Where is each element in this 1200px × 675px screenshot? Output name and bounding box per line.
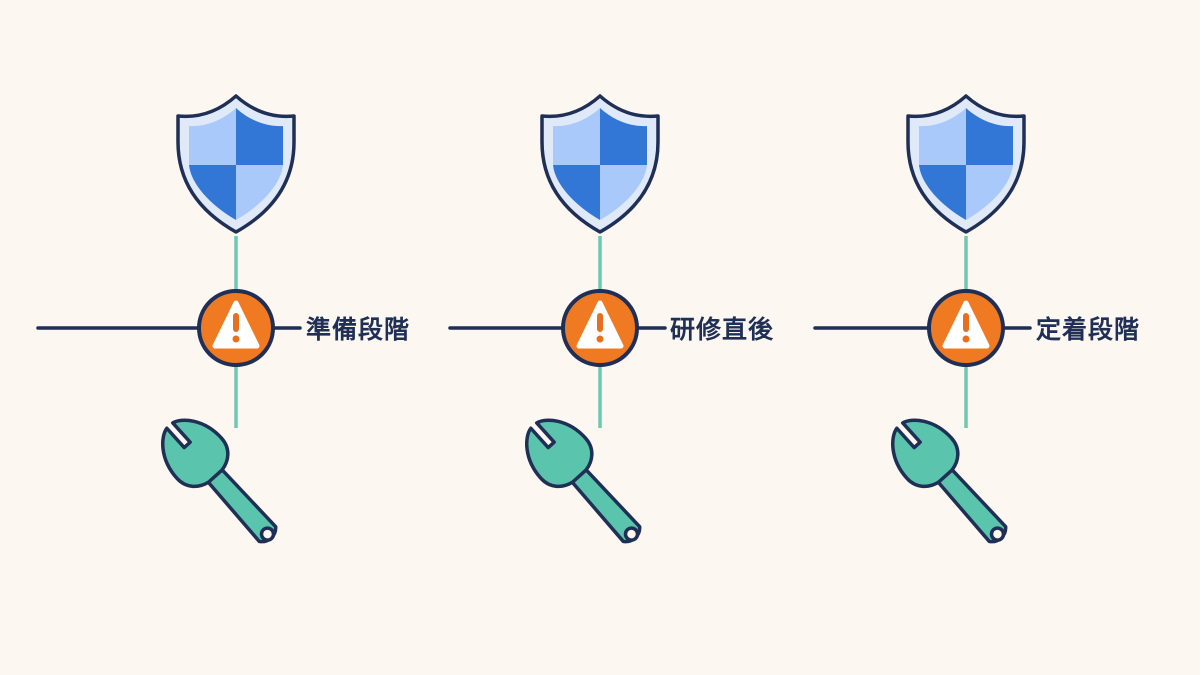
stage-label-3: 定着段階 bbox=[1036, 315, 1140, 344]
shield-icon bbox=[176, 94, 296, 234]
shield-icon bbox=[906, 94, 1026, 234]
wrench-icon bbox=[891, 418, 1008, 544]
warning-icon bbox=[561, 289, 639, 367]
stage-label-2: 研修直後 bbox=[670, 315, 774, 344]
stage-2 bbox=[525, 94, 660, 544]
warning-icon bbox=[197, 289, 275, 367]
shield-icon bbox=[540, 94, 660, 234]
wrench-icon bbox=[525, 418, 642, 544]
warning-icon bbox=[927, 289, 1005, 367]
stage-3 bbox=[891, 94, 1026, 544]
wrench-icon bbox=[161, 418, 278, 544]
stage-label-1: 準備段階 bbox=[306, 315, 410, 344]
stage-1 bbox=[161, 94, 296, 544]
